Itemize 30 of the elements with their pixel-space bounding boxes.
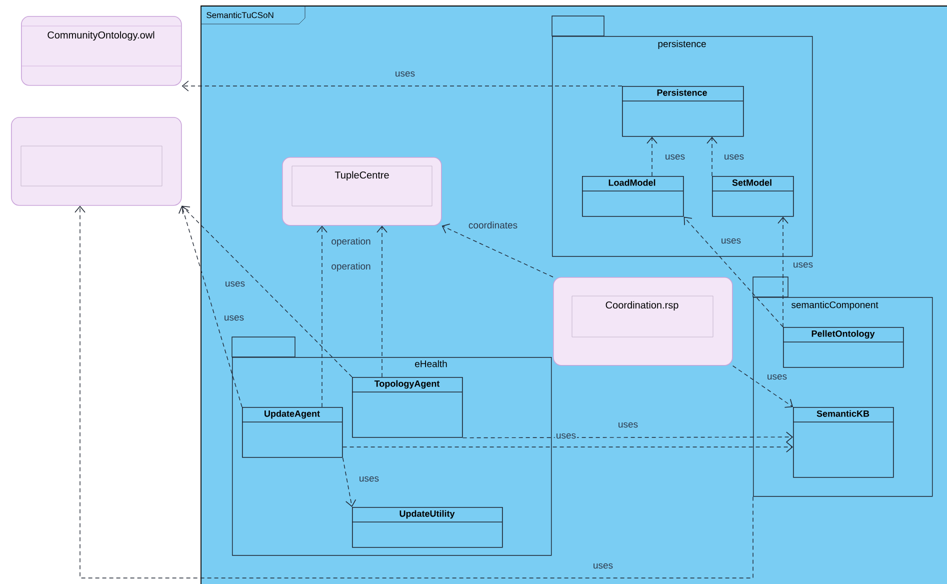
dependency-arrow xyxy=(706,136,718,176)
dependency-arrow xyxy=(462,432,794,442)
dependency-arrow xyxy=(316,226,328,408)
dependency-arrow xyxy=(646,136,658,176)
dependency-arrow xyxy=(74,206,754,578)
edge-label: operation xyxy=(330,236,372,248)
dependency-arrow xyxy=(376,226,388,378)
dependency-arrow xyxy=(778,216,788,328)
dependency-arrow xyxy=(178,206,242,408)
dependency-arrow xyxy=(732,365,794,408)
dependency-arrow xyxy=(442,224,554,278)
edge-label: coordinates xyxy=(467,220,519,230)
class-box: SemanticKB xyxy=(792,407,894,478)
class-box: PelletOntology xyxy=(782,327,904,368)
dependency-arrow xyxy=(182,206,352,378)
class-box: LoadModel xyxy=(582,176,684,217)
class-box: UpdateAgent xyxy=(242,407,343,458)
class-box: TopologyAgent xyxy=(352,377,463,438)
edge-label: operation xyxy=(330,262,372,272)
artifact-box: Coordination.rsp xyxy=(553,277,733,366)
dependency-arrow xyxy=(684,216,784,328)
class-box: UpdateUtility xyxy=(352,507,503,548)
artifact-box xyxy=(11,117,182,206)
class-box: SetModel xyxy=(712,176,794,217)
dependency-arrow xyxy=(342,442,793,452)
dependency-arrow xyxy=(182,80,622,92)
artifact-box: TupleCentre xyxy=(282,157,442,226)
artifact-box: CommunityOntology.owl xyxy=(20,16,182,86)
dependency-arrow xyxy=(342,457,356,507)
class-box: Persistence xyxy=(622,86,744,137)
